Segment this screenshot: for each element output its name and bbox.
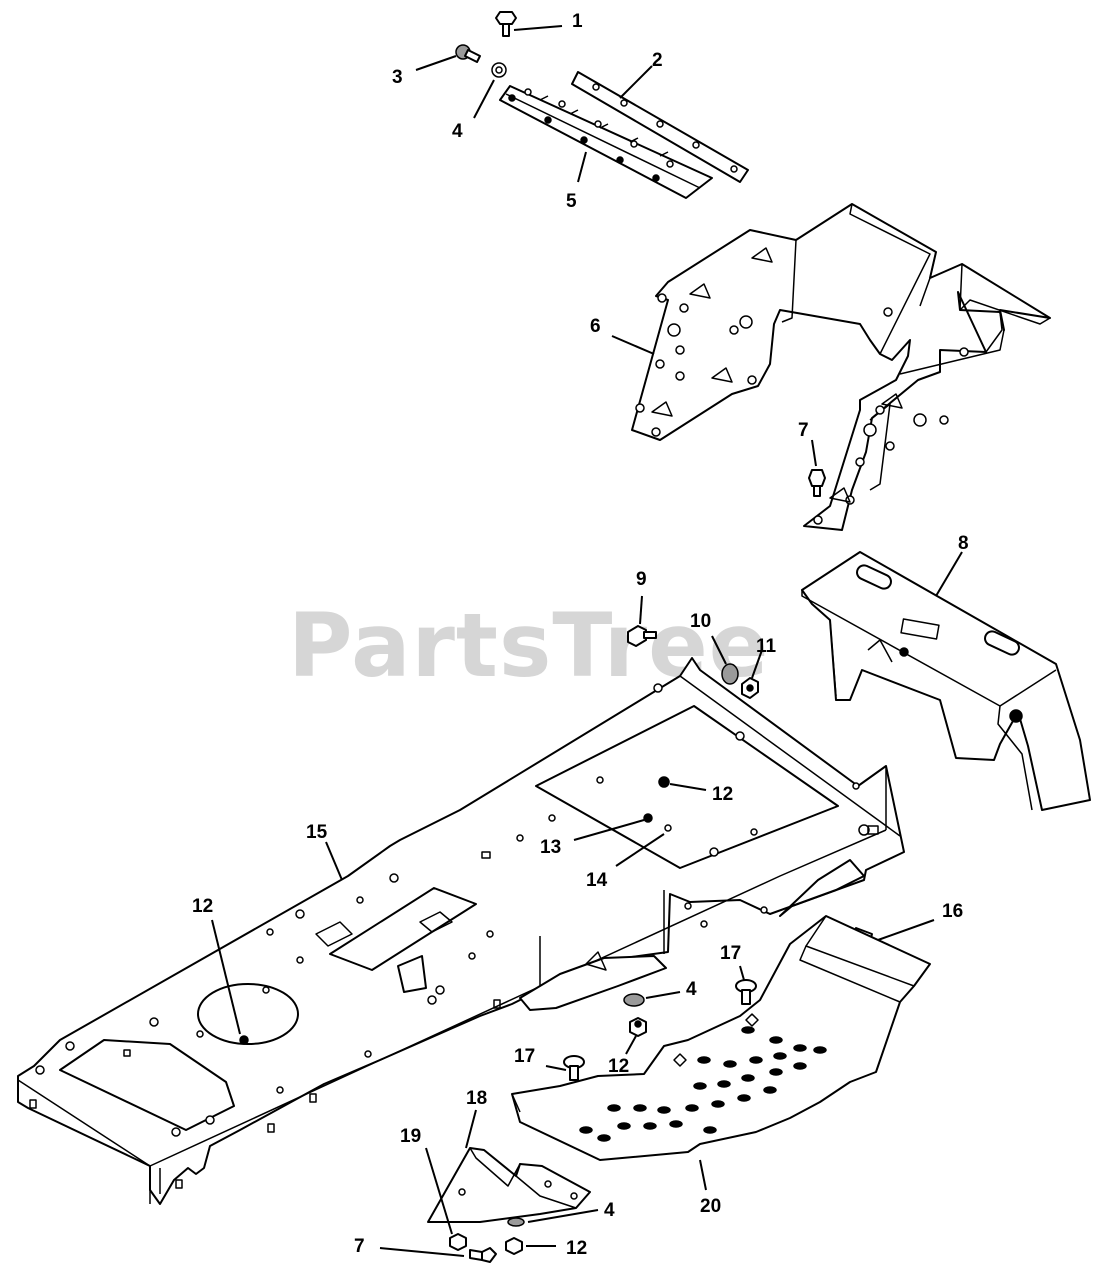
part-3-bolt[interactable] <box>415 44 481 71</box>
part-20-footrest[interactable] <box>511 915 931 1191</box>
callout-3: 3 <box>392 67 403 88</box>
callout-12-middle: 12 <box>608 1056 629 1077</box>
part-1-bolt[interactable] <box>495 11 563 37</box>
part-12-nut-middle[interactable] <box>625 1017 647 1055</box>
part-11-nut[interactable] <box>741 649 763 699</box>
callout-4: 4 <box>452 121 463 142</box>
part-2-hinge-strip[interactable] <box>571 65 749 183</box>
callout-4-middle: 4 <box>686 979 697 1000</box>
part-12-nut-upper[interactable] <box>669 783 707 791</box>
part-5-piano-hinge[interactable] <box>499 85 713 199</box>
part-7-bolt-lower[interactable] <box>379 1247 497 1263</box>
part-10-washer[interactable] <box>711 635 739 685</box>
callout-16: 16 <box>942 901 963 922</box>
callout-7-lower: 7 <box>354 1236 365 1257</box>
callout-2: 2 <box>652 50 663 71</box>
part-12-nut-lower[interactable] <box>505 1237 556 1255</box>
part-4-washer-middle[interactable] <box>623 991 681 1007</box>
callout-13: 13 <box>540 837 561 858</box>
callout-17-upper: 17 <box>720 943 741 964</box>
part-12-nut-frame[interactable] <box>211 919 241 1035</box>
part-13-nut[interactable] <box>573 819 645 841</box>
part-19-nut[interactable] <box>425 1147 467 1251</box>
callout-9: 9 <box>636 569 647 590</box>
part-4-washer-top[interactable] <box>473 62 507 119</box>
callout-12-upper: 12 <box>712 784 733 805</box>
part-18-bracket[interactable] <box>427 1109 591 1223</box>
callout-14: 14 <box>586 870 608 891</box>
part-14-washer[interactable] <box>615 833 665 867</box>
part-6-dash-bracket[interactable] <box>611 203 1051 531</box>
callout-12-lower: 12 <box>566 1238 587 1259</box>
part-4-washer-lower[interactable] <box>507 1209 599 1227</box>
callout-19: 19 <box>400 1126 421 1147</box>
part-17-carriage-bolt-lower[interactable] <box>545 1055 585 1081</box>
part-7-bolt-upper[interactable] <box>808 439 826 497</box>
callout-20: 20 <box>700 1196 721 1217</box>
footrest-slots <box>579 1026 827 1142</box>
callout-5: 5 <box>566 191 577 212</box>
part-9-bolt[interactable] <box>627 595 657 647</box>
callout-10: 10 <box>690 611 711 632</box>
callout-1: 1 <box>572 11 583 32</box>
callout-8: 8 <box>958 533 969 554</box>
part-8-support-bracket[interactable] <box>801 551 1091 811</box>
part-17-carriage-bolt-upper[interactable] <box>735 965 757 1005</box>
callout-15: 15 <box>306 822 328 843</box>
callout-17-lower: 17 <box>514 1046 535 1067</box>
callout-18: 18 <box>466 1088 487 1109</box>
callout-7: 7 <box>798 420 809 441</box>
callout-6: 6 <box>590 316 601 337</box>
callout-12-frame: 12 <box>192 896 213 917</box>
callout-labels: 1 2 3 4 5 6 7 8 9 10 11 12 13 14 15 12 1… <box>192 11 969 1259</box>
callout-11: 11 <box>756 636 777 657</box>
callout-4-lower: 4 <box>604 1200 615 1221</box>
